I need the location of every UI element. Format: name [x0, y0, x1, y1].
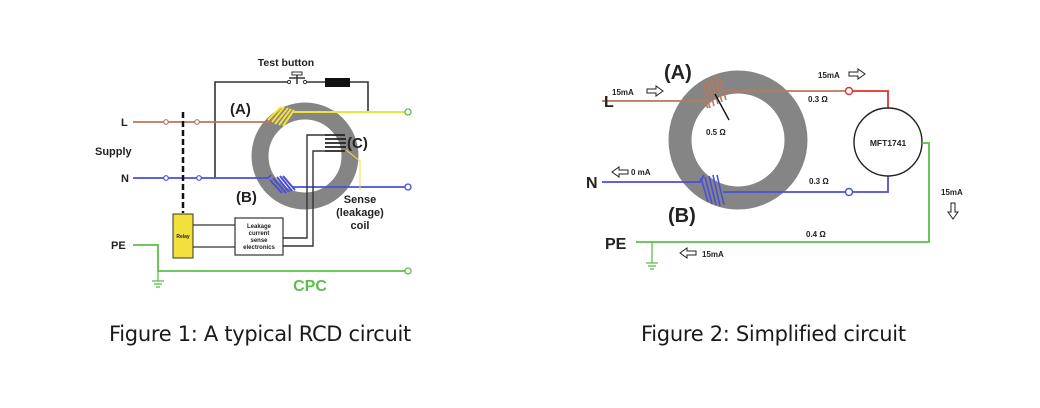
l-current-label: 15mA — [612, 88, 634, 97]
fig2-pe-label: PE — [605, 236, 627, 253]
toroid-core — [668, 70, 808, 210]
line-terminal — [163, 119, 169, 125]
fig2-line-label: L — [604, 94, 614, 111]
cpc-label: CPC — [293, 278, 327, 295]
electronics-box — [234, 217, 284, 256]
line-wire — [602, 100, 709, 109]
sense-coil-label-2: (leakage) — [336, 207, 384, 219]
fig2-neutral-label: N — [586, 175, 598, 192]
test-circuit-wire — [214, 81, 288, 178]
neutral-wire — [602, 174, 705, 183]
line-output-terminal — [404, 108, 412, 116]
figure-1-caption: Figure 1: A typical RCD circuit — [109, 322, 411, 346]
test-circuit-return — [349, 81, 369, 112]
neutral-test-terminal — [844, 187, 854, 197]
pe-wire — [133, 244, 406, 272]
coil-a-winding — [702, 75, 727, 109]
coil-b-winding — [700, 174, 725, 207]
sense-wire-1 — [282, 134, 327, 239]
relay-box — [172, 213, 194, 259]
earth-ground-icon — [152, 271, 164, 288]
down-current-label: 15mA — [941, 188, 963, 197]
sense-coil-label-3: coil — [351, 220, 370, 232]
test-button-icon[interactable] — [286, 71, 308, 85]
fig1-neutral-label: N — [121, 173, 129, 185]
supply-label: Supply — [95, 146, 133, 158]
neutral-wire — [133, 174, 272, 179]
n-current-label: 0 mA — [631, 168, 651, 177]
arrow-down-icon — [947, 202, 959, 220]
meter-neutral-lead — [852, 176, 889, 193]
resistor-icon — [325, 78, 350, 87]
neutral-terminal — [163, 175, 169, 181]
l-resistance-label: 0.3 Ω — [808, 95, 828, 104]
coil-c-label: (C) — [347, 135, 368, 152]
electronics-label-2: current — [249, 231, 270, 237]
relay-label: Relay — [176, 234, 190, 240]
meter-earth-lead — [636, 142, 930, 243]
n-resistance-label: 0.3 Ω — [809, 177, 829, 186]
arrow-left-icon — [611, 166, 629, 178]
figure-2-caption: Figure 2: Simplified circuit — [641, 322, 906, 346]
sense-coil-label-1: Sense — [344, 194, 376, 206]
arrow-right-icon — [848, 68, 866, 80]
sense-leader — [345, 149, 361, 190]
neutral-output-terminal — [404, 183, 412, 191]
pe-current-label: 15mA — [702, 250, 724, 259]
fig1-coil-b-label: (B) — [236, 189, 257, 206]
out-current-label: 15mA — [818, 71, 840, 80]
figure-1-rcd-circuit: Test button — [95, 57, 412, 295]
arrow-right-icon — [646, 85, 664, 97]
meter-label: MFT1741 — [870, 138, 907, 148]
earth-ground-icon — [646, 242, 658, 270]
electronics-label-4: electronics — [243, 245, 275, 251]
coil-a-winding — [267, 106, 295, 127]
line-terminal — [194, 119, 200, 125]
line-test-terminal — [844, 86, 854, 96]
electronics-label-1: Leakage — [247, 224, 272, 230]
fig2-coil-b-label: (B) — [668, 205, 696, 227]
coil-c-winding — [325, 134, 346, 152]
neutral-terminal — [196, 175, 202, 181]
test-button-label: Test button — [258, 57, 314, 69]
cpc-terminal — [404, 267, 412, 275]
fig1-line-label: L — [121, 117, 128, 129]
fig2-coil-a-label: (A) — [664, 62, 692, 84]
fig1-pe-label: PE — [111, 240, 126, 252]
fig1-coil-a-label: (A) — [230, 101, 251, 118]
electronics-label-3: sense — [250, 238, 268, 244]
pe-resistance-label: 0.4 Ω — [806, 230, 826, 239]
coil-resistance-label: 0.5 Ω — [706, 128, 726, 137]
figure-2-simplified-circuit: MFT1741 L N PE (A) (B) 15mA 0 m — [586, 62, 963, 270]
line-wire — [133, 117, 274, 123]
arrow-left-icon — [679, 247, 697, 259]
sense-wire-2 — [282, 150, 327, 247]
meter-live-lead — [852, 90, 889, 109]
mft-meter — [853, 107, 923, 177]
coil-resistance-pointer — [714, 93, 730, 121]
